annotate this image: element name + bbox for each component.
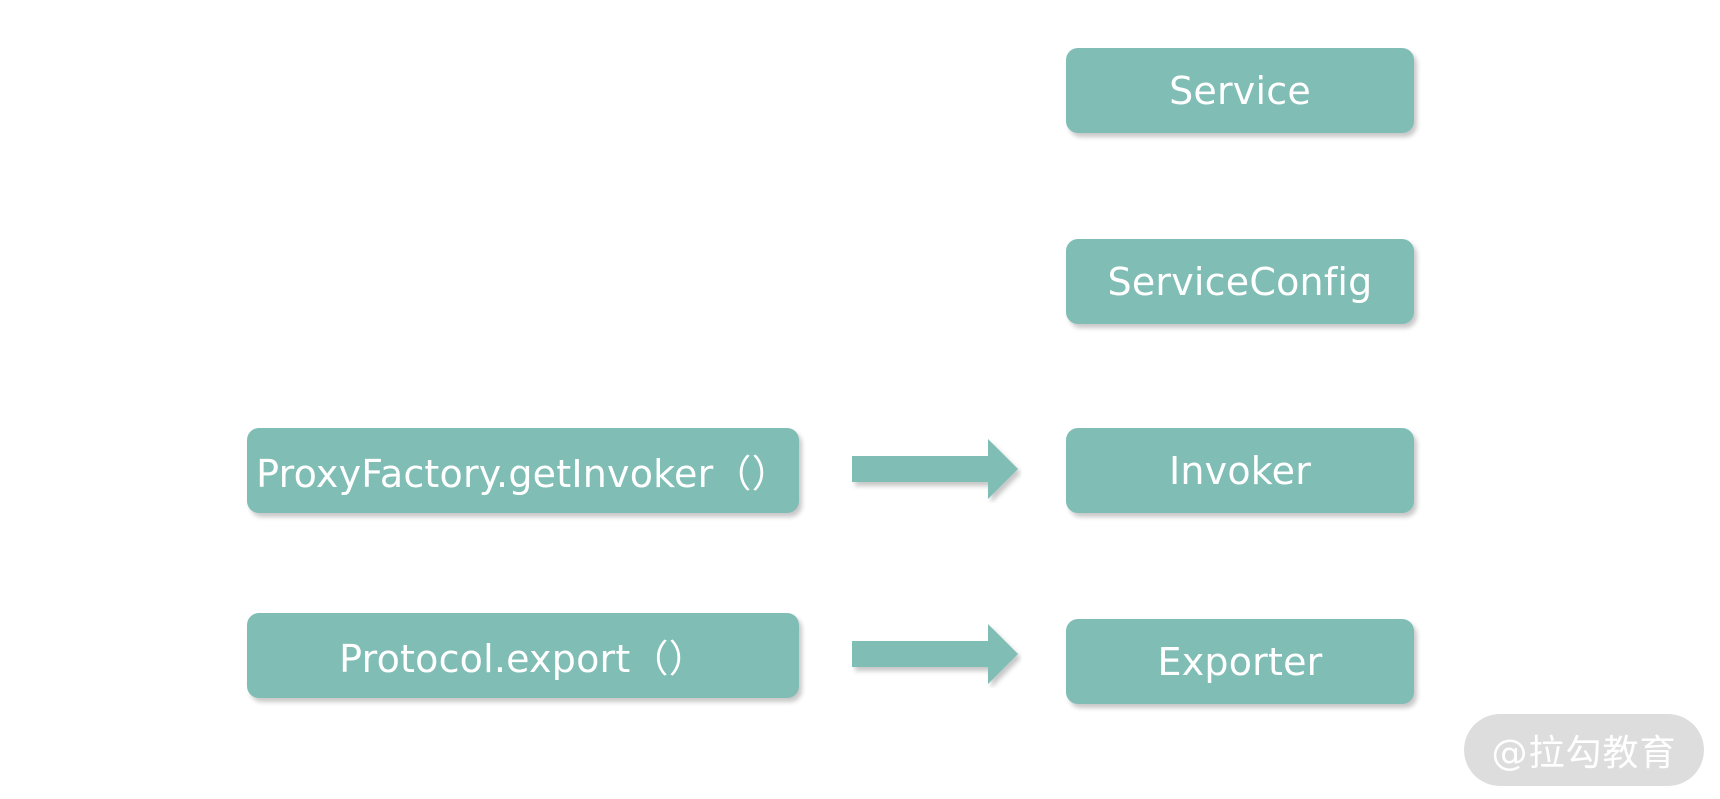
node-proxy-factory-label: ProxyFactory.getInvoker（） bbox=[256, 452, 790, 496]
arrow-proxy-to-invoker bbox=[852, 439, 1022, 503]
arrow-shape bbox=[852, 439, 1018, 499]
arrow-protocol-to-exporter bbox=[852, 624, 1022, 688]
node-exporter-label: Exporter bbox=[1157, 639, 1323, 684]
node-invoker: Invoker bbox=[1066, 428, 1414, 513]
node-exporter: Exporter bbox=[1066, 619, 1414, 704]
node-service-config-label: ServiceConfig bbox=[1107, 259, 1373, 304]
node-service-config: ServiceConfig bbox=[1066, 239, 1414, 324]
node-invoker-label: Invoker bbox=[1168, 448, 1312, 493]
node-service-label: Service bbox=[1169, 68, 1311, 113]
node-service: Service bbox=[1066, 48, 1414, 133]
node-proxy-factory-get-invoker: ProxyFactory.getInvoker（） bbox=[247, 428, 799, 513]
watermark-badge: @拉勾教育 bbox=[1464, 714, 1704, 786]
arrow-shape bbox=[852, 624, 1018, 684]
node-protocol-export: Protocol.export（） bbox=[247, 613, 799, 698]
node-protocol-export-label: Protocol.export（） bbox=[339, 637, 707, 681]
watermark-text: @拉勾教育 bbox=[1491, 733, 1677, 774]
